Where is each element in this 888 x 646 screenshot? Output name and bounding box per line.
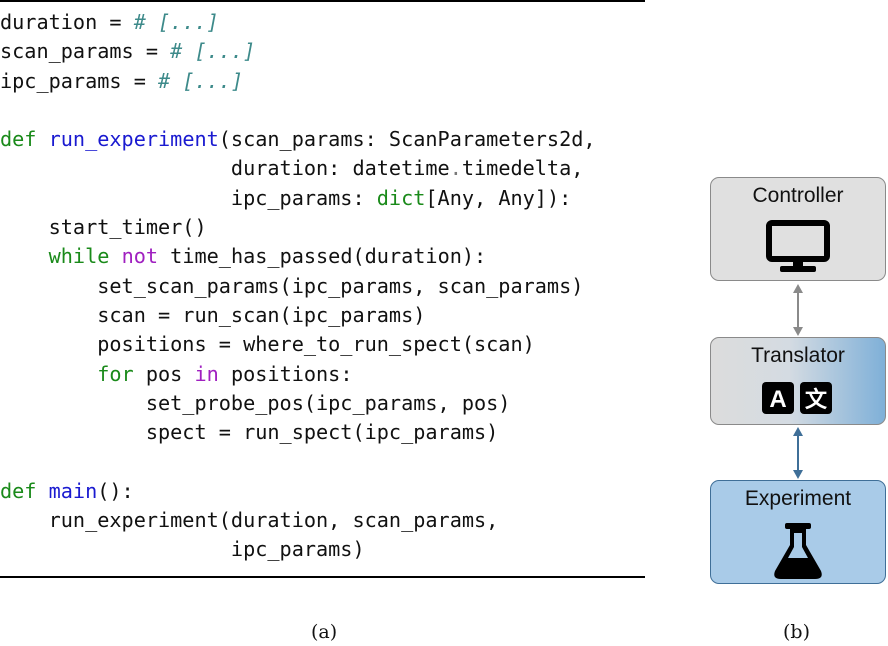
monitor-icon [766,220,830,272]
code-token: . [449,156,462,181]
code-token: # [...] [133,10,219,34]
code-token: def [0,127,49,152]
controller-box: Controller [710,177,886,281]
caption-b: (b) [783,621,810,643]
code-line: def main(): [0,477,596,506]
code-token: set_probe_pos(ipc_params, pos) [0,390,511,415]
code-token: for [97,361,134,386]
code-line: run_experiment(duration, scan_params, [0,506,596,535]
code-token [0,362,97,386]
code-token: time_has_passed(duration): [158,244,487,269]
code-line: def run_experiment(scan_params: ScanPara… [0,125,596,154]
code-line [0,447,596,476]
translate-glyph-b: 文 [805,387,828,413]
code-listing: duration = # [...]scan_params = # [...]i… [0,8,596,565]
code-line: set_scan_params(ipc_params, scan_params) [0,272,596,301]
code-token: run_experiment [48,127,219,152]
code-line: set_probe_pos(ipc_params, pos) [0,389,596,418]
code-token: # [...] [158,68,244,93]
code-token: (scan_params: ScanParameters2d, [218,127,596,152]
code-line: positions = where_to_run_spect(scan) [0,330,596,359]
code-token: set_scan_params(ipc_params, scan_params) [0,273,584,298]
translator-label: Translator [751,344,845,367]
code-token: scan_params = [0,39,171,64]
code-token: run_experiment(duration, scan_params, [0,508,499,533]
code-line: scan_params = # [...] [0,37,596,66]
code-token: positions = where_to_run_spect(scan) [0,332,535,357]
code-token: pos [133,361,195,386]
code-line: for pos in positions: [0,360,596,389]
code-token: [Any, Any]): [425,185,572,210]
caption-a: (a) [311,621,338,643]
arrow-controller-translator [793,284,803,336]
code-token [109,244,121,268]
experiment-label: Experiment [744,487,852,510]
code-line: ipc_params) [0,535,596,564]
code-line: duration: datetime.timedelta, [0,154,596,183]
code-token: # [...] [170,39,256,64]
code-top-rule [0,0,645,2]
code-line [0,96,596,125]
code-token: duration: datetime [0,156,450,181]
code-line: ipc_params = # [...] [0,67,596,96]
code-bottom-rule [0,576,645,578]
code-token: dict [376,185,426,210]
code-token: duration = [0,10,134,34]
translate-icon: A 文 [762,382,832,414]
code-token [0,244,49,268]
code-line: duration = # [...] [0,8,596,37]
experiment-box: Experiment [710,480,886,584]
translator-box: Translator A 文 [710,337,886,425]
code-token: scan = run_scan(ipc_params) [0,302,426,327]
code-line: start_timer() [0,213,596,242]
code-token: ipc_params) [0,537,365,562]
code-line: while not time_has_passed(duration): [0,242,596,271]
code-line: scan = run_scan(ipc_params) [0,301,596,330]
flask-icon [774,523,822,579]
code-line: spect = run_spect(ipc_params) [0,418,596,447]
code-line: ipc_params: dict[Any, Any]): [0,184,596,213]
code-token: spect = run_spect(ipc_params) [0,420,499,445]
code-token: in [194,361,219,386]
controller-label: Controller [752,184,844,207]
code-token: ipc_params: [0,185,377,210]
code-token: while [48,244,110,269]
code-token: def [0,478,49,503]
code-token: start_timer() [0,215,207,240]
code-token: (): [97,478,134,503]
code-token: main [48,478,98,503]
translate-glyph-a: A [769,386,786,413]
code-token: positions: [218,361,353,386]
arrow-translator-experiment [793,427,803,479]
code-token: not [121,244,159,269]
code-token: ipc_params = [0,68,159,93]
code-token: timedelta, [461,156,584,181]
